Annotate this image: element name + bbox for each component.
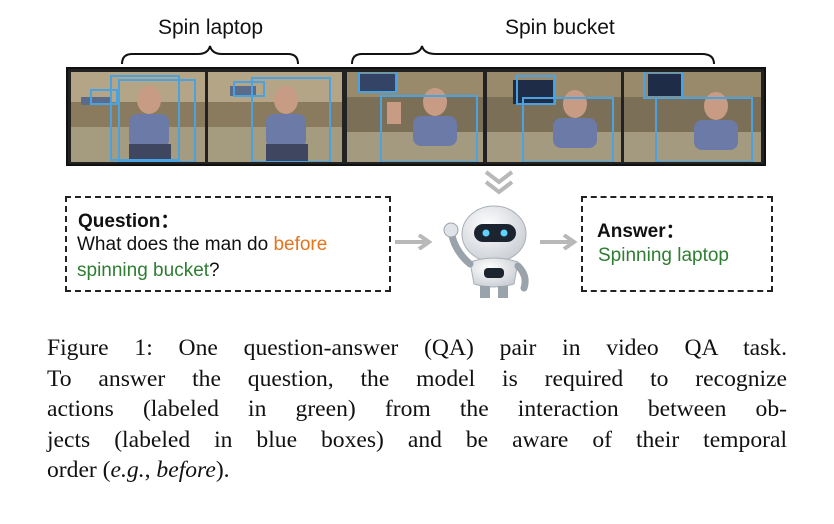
caption-line: Figure 1: One question-answer (QA) pair … <box>47 335 787 361</box>
answer-heading: Answer： <box>597 221 685 242</box>
video-frame-2 <box>208 72 342 162</box>
question-line-2: spinning bucket? <box>77 260 220 282</box>
double-chevron-down-icon <box>484 170 514 195</box>
question-box: Question： What does the man do before sp… <box>65 196 391 292</box>
brace-label-spin-laptop: Spin laptop <box>158 16 264 39</box>
action-braces <box>121 45 715 65</box>
brace-label-spin-bucket: Spin bucket <box>505 16 615 39</box>
question-mark: ? <box>209 260 220 281</box>
brace-spin-bucket <box>351 45 715 65</box>
figure-caption: Figure 1: One question-answer (QA) pair … <box>47 333 787 486</box>
caption-text: , <box>144 457 157 483</box>
right-arrow-icon <box>540 234 578 250</box>
video-frame-3 <box>347 72 483 162</box>
caption-line: actions (labeled in green) from the inte… <box>47 396 787 422</box>
caption-line: To answer the question, the model is req… <box>47 365 787 392</box>
video-frame-strip <box>66 67 766 166</box>
question-text-start: What does the man do <box>77 234 274 255</box>
temporal-word-before: before <box>273 234 328 255</box>
answer-box: Answer： Spinning laptop <box>581 196 773 292</box>
caption-text: ). <box>215 457 230 483</box>
answer-text: Spinning laptop <box>598 245 729 266</box>
right-arrow-icon <box>395 234 433 250</box>
caption-line-last: order (e.g., before). <box>47 455 787 486</box>
question-line-1: What does the man do before <box>77 234 327 256</box>
caption-line: jects (labeled in blue boxes) and be awa… <box>47 426 787 453</box>
caption-eg: e.g. <box>110 457 145 483</box>
video-frame-5 <box>624 72 761 162</box>
robot-icon <box>443 205 529 298</box>
caption-text: order ( <box>47 457 111 483</box>
brace-spin-laptop <box>121 45 299 65</box>
question-heading: Question： <box>78 211 180 232</box>
action-spinning-bucket: spinning bucket <box>77 260 210 281</box>
video-frame-4 <box>487 72 621 162</box>
caption-before: before <box>156 457 216 483</box>
video-frame-1 <box>71 72 205 162</box>
